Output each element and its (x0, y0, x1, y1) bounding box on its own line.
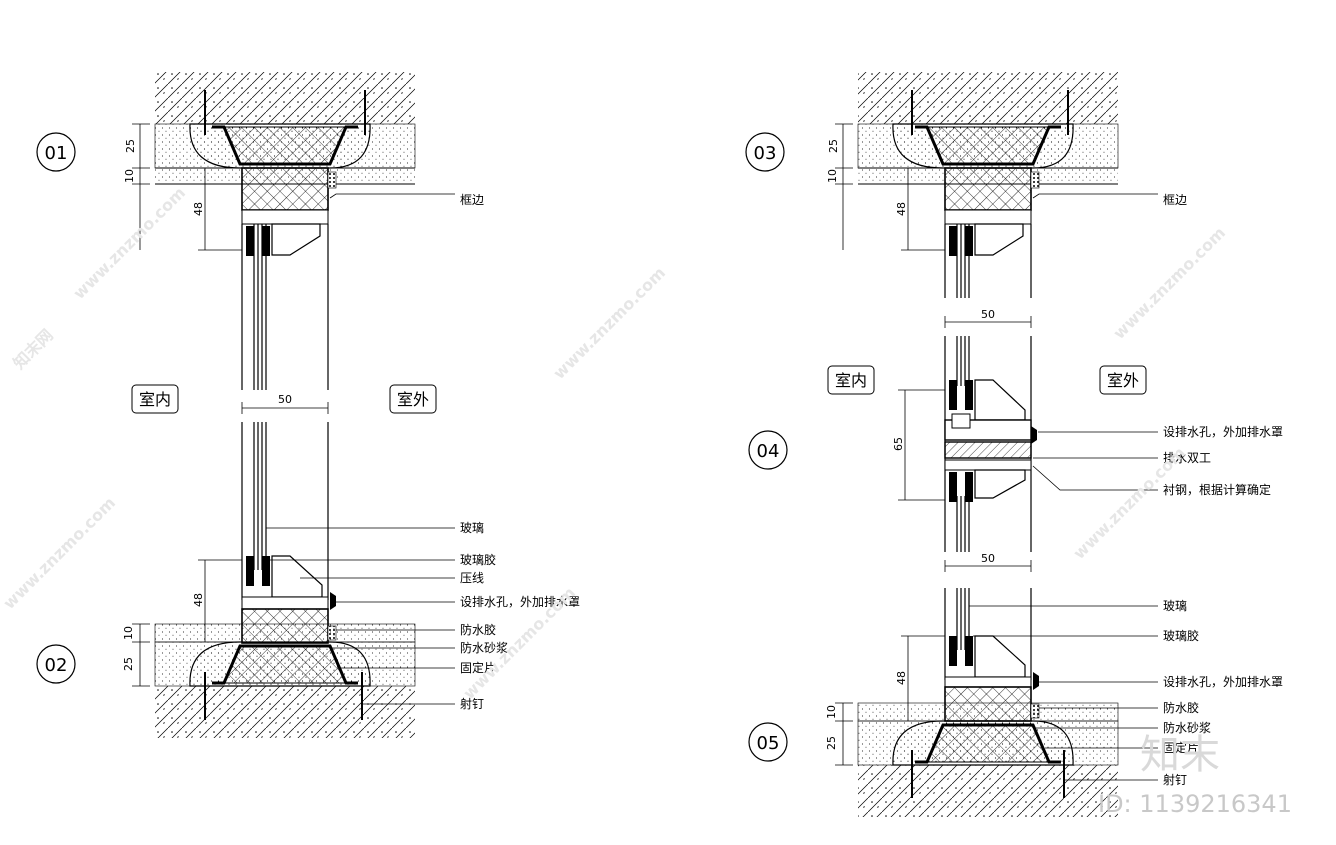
label-waterproof-mortar: 防水砂浆 (460, 640, 508, 655)
detail-01: 25 10 48 框边 01 (36, 72, 484, 390)
label-indoor-left: 室内 (139, 390, 171, 409)
detail-tag-03: 03 (754, 143, 777, 164)
room-labels-left: 室内 室外 (131, 384, 437, 414)
label-drain-double: 排水双工 (1163, 451, 1211, 465)
dim-50-top-04: 50 (981, 308, 995, 321)
watermark-image-id: ID: 1139216341 (1098, 790, 1292, 818)
infill (223, 126, 347, 165)
detail-tag-05: 05 (757, 733, 780, 754)
dim-65-04: 65 (892, 437, 905, 451)
label-frame-edge-03: 框边 (1163, 193, 1187, 207)
dim-10: 10 (123, 169, 136, 183)
watermark-site-3: www.znzmo.com (0, 493, 119, 613)
dim-10-05: 10 (825, 705, 838, 719)
label-nail: 射钉 (460, 696, 484, 711)
dim-25-02: 25 (122, 657, 135, 671)
detail-tag-02: 02 (45, 655, 68, 676)
gasket-in (246, 226, 254, 256)
dim-10-03: 10 (826, 169, 839, 183)
frame-profile (241, 167, 329, 211)
watermark-site-1: www.znzmo.com (69, 183, 189, 303)
detail-tag-01: 01 (45, 143, 68, 164)
label-glass-glue-05: 玻璃胶 (1163, 628, 1199, 643)
dim-25: 25 (124, 139, 137, 153)
label-glass: 玻璃 (460, 521, 484, 535)
glazing-bead (271, 223, 321, 256)
watermark-logo: 知末 (1140, 732, 1220, 778)
dim-48: 48 (192, 202, 205, 216)
dim-48-03: 48 (895, 202, 908, 216)
concrete-wall (155, 72, 415, 124)
label-fixing-plate-05: 固定片 (1163, 740, 1199, 755)
dim-50-bottom-04: 50 (981, 552, 995, 565)
frame-rebate (241, 209, 329, 225)
label-outdoor-left: 室外 (397, 390, 429, 409)
label-waterproof-glue: 防水胶 (460, 622, 496, 637)
room-labels-right: 室内 室外 (827, 365, 1147, 395)
detail-03: 25 10 48 框边 03 (745, 72, 1187, 298)
drain-cap (330, 592, 336, 610)
detail-02: 50 48 10 25 (36, 393, 580, 738)
detail-04: 50 50 65 设排水孔，外加排水罩 排水 (748, 308, 1283, 572)
watermark-brand-1: 知末网 (9, 325, 56, 372)
label-glass-05: 玻璃 (1163, 599, 1187, 613)
dim-25-03: 25 (827, 139, 840, 153)
watermark-site-5: www.znzmo.com (1109, 223, 1229, 343)
dim-lines-02 (132, 559, 242, 687)
label-lining-steel: 衬钢，根据计算确定 (1163, 482, 1271, 497)
seal (327, 171, 337, 189)
watermark-site-6: www.znzmo.com (1069, 443, 1189, 563)
label-waterproof-mortar-05: 防水砂浆 (1163, 720, 1211, 735)
dim-25-05: 25 (825, 736, 838, 750)
lining-steel (944, 441, 1032, 459)
glazing-bead-02 (271, 555, 323, 598)
label-fixing-plate: 固定片 (460, 660, 496, 675)
dim-lines-01 (132, 123, 242, 251)
glass-panes (253, 224, 267, 390)
dim-50-left (241, 402, 329, 414)
dim-48-02: 48 (192, 593, 205, 607)
glass-panes-02 (253, 422, 267, 570)
watermark-site-2: www.znzmo.com (549, 263, 669, 383)
label-drain: 设排水孔，外加排水罩 (460, 595, 580, 609)
label-frame-edge: 框边 (460, 193, 484, 207)
label-waterproof-glue-05: 防水胶 (1163, 700, 1199, 715)
leaders-02 (266, 527, 455, 705)
label-drain-05: 设排水孔，外加排水罩 (1163, 675, 1283, 689)
label-indoor-right: 室内 (835, 371, 867, 390)
dim-10-02: 10 (122, 626, 135, 640)
label-nail-05: 射钉 (1163, 772, 1187, 787)
label-outdoor-right: 室外 (1107, 371, 1139, 390)
dim-48-05: 48 (895, 671, 908, 685)
dim-50: 50 (278, 393, 292, 406)
label-drain-04: 设排水孔，外加排水罩 (1163, 425, 1283, 439)
detail-tag-04: 04 (757, 441, 780, 462)
label-glass-glue: 玻璃胶 (460, 552, 496, 567)
label-bead: 压线 (460, 571, 484, 585)
detail-05: 48 10 25 玻璃 玻璃胶 设排水孔，外加排水罩 防水胶 防水砂浆 固定片 … (748, 588, 1283, 817)
